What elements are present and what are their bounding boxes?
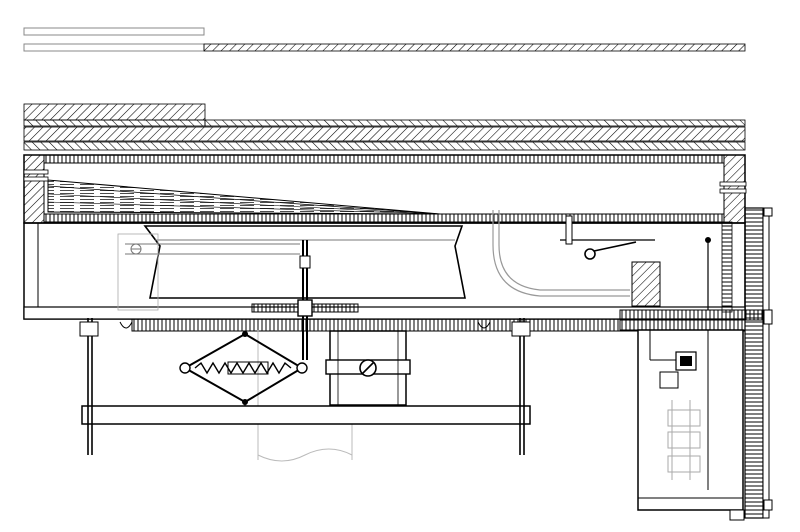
- hopper: [117, 225, 466, 311]
- bearing-drum: [325, 330, 411, 406]
- lower-frame: [79, 318, 531, 455]
- roof-slab-layers: [23, 103, 746, 151]
- upper-chamber: [23, 154, 747, 224]
- central-shaft: [251, 240, 359, 462]
- curved-pipe: [492, 210, 711, 310]
- control-cabinet: [637, 329, 745, 521]
- right-wall: [619, 207, 773, 519]
- top-strips: [23, 27, 746, 52]
- edge-bracket: [763, 207, 773, 511]
- spring-linkage: [179, 331, 308, 418]
